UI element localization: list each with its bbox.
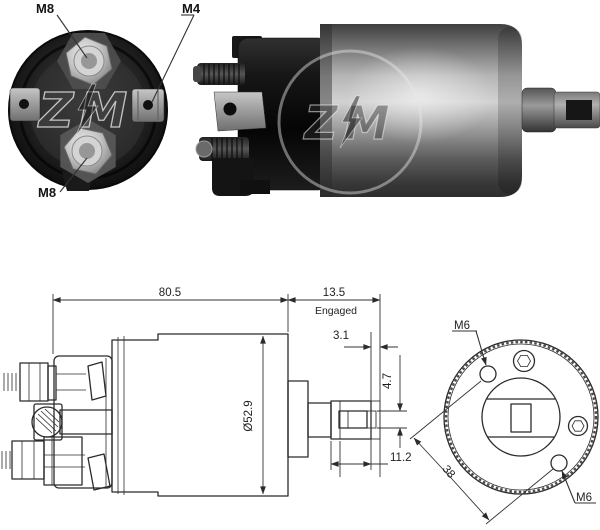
dim-38-upper	[413, 437, 453, 480]
pilot-circle	[481, 377, 561, 457]
bottom-nut-center	[79, 143, 95, 159]
body-outline	[111, 333, 289, 497]
ext-38-top	[409, 380, 482, 440]
m6-hole-bottom	[550, 454, 568, 472]
dim-engaged-note: Engaged	[315, 305, 357, 317]
top-lock-tab	[87, 361, 107, 401]
leader-m6-bottom	[561, 470, 576, 504]
zm-logo-watermark-side: ZM	[277, 49, 423, 195]
watermark-ring	[277, 49, 423, 195]
tip-outline	[330, 400, 372, 440]
hole-right	[567, 415, 589, 437]
extension-lines	[52, 294, 407, 477]
top-bolt-nut	[19, 362, 49, 402]
boss-outline	[287, 380, 309, 458]
flange-inner-rim	[447, 343, 595, 491]
label-terminal-m8-top: M8	[36, 1, 54, 16]
drawing-flange-view: 38 M6 M6	[409, 320, 599, 525]
dim-engaged-length: 13.5	[323, 287, 345, 299]
plunger-boss	[521, 87, 557, 133]
tip-slot	[338, 410, 368, 429]
dim-body-diameter: Ø52.9	[243, 400, 255, 431]
dim-38-lower	[451, 478, 490, 521]
hole-top-hex	[517, 354, 531, 368]
cap-bottom-tab	[240, 180, 270, 194]
bottom-stud-threads	[211, 138, 243, 160]
label-m6-bottom: M6	[576, 492, 592, 504]
m6-hole-top	[479, 365, 497, 383]
zm-watermark-text: ZM	[37, 83, 134, 139]
bottom-terminal-bolt	[1, 436, 111, 491]
leader-m8-bottom	[59, 157, 88, 193]
right-tab-hole	[143, 100, 153, 110]
ext-38-bottom	[485, 468, 554, 525]
mount-bracket	[213, 91, 267, 132]
bottom-bolt-bracket	[43, 436, 83, 486]
body-left-shadow	[320, 24, 332, 197]
lightning-bolt-icon-side	[339, 95, 363, 149]
dim-pre-travel: 3.1	[333, 330, 349, 342]
bottom-bolt-nut	[11, 440, 45, 480]
screw-slot-hatch	[35, 408, 60, 434]
hole-top	[512, 349, 536, 373]
flange-knurl-ring	[444, 340, 598, 494]
leader-m6-top	[475, 330, 487, 366]
dim-hole-spacing: 38	[440, 463, 457, 481]
tip-outline-engaged	[339, 400, 381, 440]
photo-side-view: ZM	[193, 24, 600, 197]
label-terminal-m4: M4	[182, 1, 201, 16]
hole-right-hex	[571, 420, 585, 432]
screw-bracket	[59, 409, 113, 435]
tab-ridges	[137, 91, 159, 120]
bottom-bolt-threads	[1, 451, 11, 469]
fork-slot	[566, 100, 592, 120]
top-nut-center	[81, 53, 97, 69]
tip-slot-engaged	[347, 410, 377, 429]
bottom-stud-tip	[195, 140, 213, 158]
dim-tip-length: 11.2	[390, 452, 412, 464]
shaft-outline	[307, 402, 332, 438]
flange-outer-circle	[443, 339, 599, 495]
zm-logo-watermark: ZM	[36, 82, 134, 139]
top-stud-threads	[203, 64, 240, 84]
top-terminal-bolt	[3, 361, 107, 402]
label-m6-top: M6	[454, 320, 470, 332]
body-right-shade	[498, 27, 522, 194]
top-bolt-washer	[47, 365, 57, 401]
left-tab-hole	[19, 99, 29, 109]
lightning-bolt-icon	[75, 83, 99, 137]
bottom-lock-tab	[87, 453, 111, 491]
drawing-side-section: 80.5 13.5 Engaged 3.1 4.7 Ø52.9 11.2	[1, 287, 412, 497]
field-screw	[31, 403, 113, 441]
dim-overall-length: 80.5	[159, 287, 181, 299]
label-terminal-m8-bottom: M8	[38, 185, 56, 200]
leader-m4	[151, 14, 195, 103]
bracket-hole	[223, 102, 237, 116]
dim-slot-height: 4.7	[382, 373, 394, 389]
photo-front-view: ZM M8 M4 M8	[8, 1, 201, 200]
crimp-lines	[117, 336, 125, 495]
plunger-slot-window	[510, 403, 532, 433]
zm-watermark-text-side: ZM	[302, 96, 395, 150]
top-stud-tip	[193, 66, 201, 82]
leader-m8-top	[56, 14, 88, 59]
body-highlight	[345, 47, 495, 143]
top-bolt-threads	[3, 373, 21, 391]
